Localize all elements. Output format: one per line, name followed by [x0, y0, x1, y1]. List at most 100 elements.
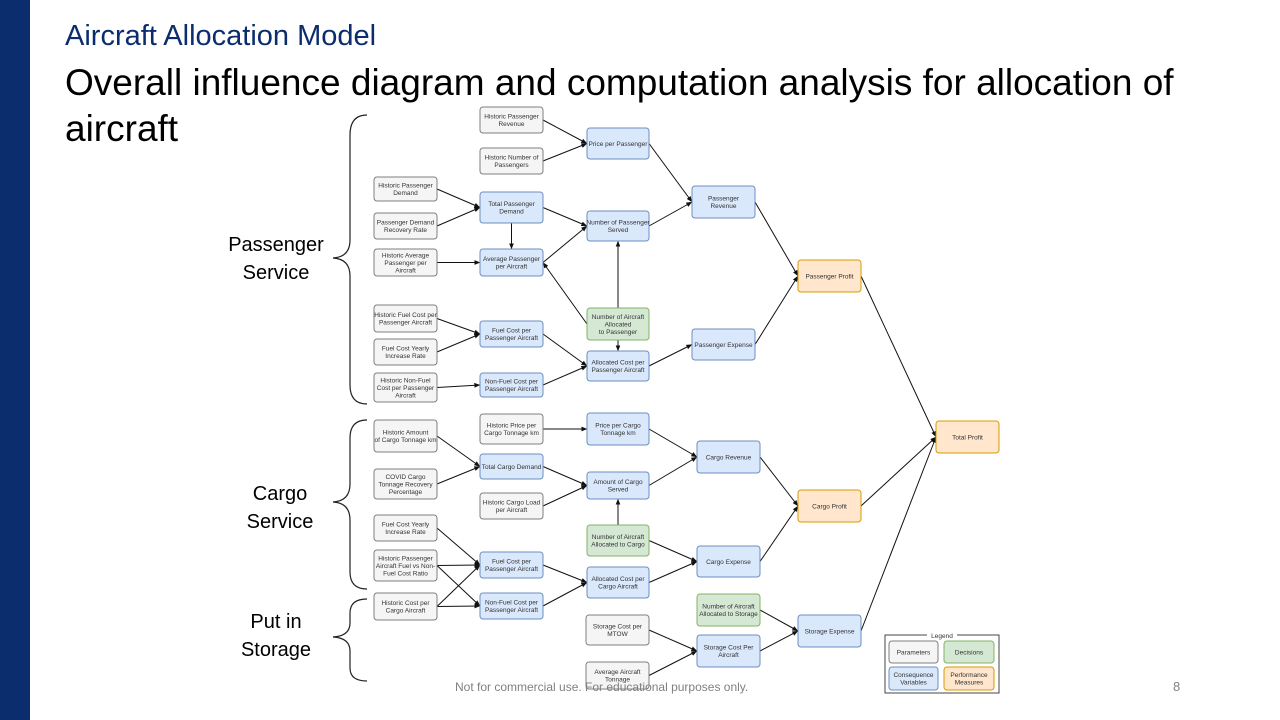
group-label-line: Storage: [240, 639, 312, 661]
node-pdrr-label: Passenger Demand: [377, 220, 435, 227]
legend-item-dec: Decisions: [943, 640, 995, 664]
node-acca-box: [586, 566, 650, 599]
node-pdrr-box: [373, 212, 438, 240]
edge-scm-to-scpa: [648, 629, 698, 652]
node-hpd-label: Demand: [393, 190, 418, 197]
node-aat-label: Average Aircraft: [594, 669, 640, 676]
node-hpafr-box: [373, 549, 438, 582]
node-pct-box: [586, 412, 650, 446]
edge-ppp-to-pr: [648, 143, 693, 203]
node-nfpa2-box: [479, 592, 544, 620]
node-acs-label: Amount of Cargo: [593, 479, 643, 486]
edge-pp-to-tp: [860, 275, 937, 438]
edge-nfpa2-to-acca: [542, 582, 588, 607]
node-hpct-box: [479, 413, 544, 445]
node-hclp-label: per Aircraft: [496, 507, 528, 514]
node-pp: Passenger Profit: [797, 259, 862, 293]
node-hfcp-label: Passenger Aircraft: [379, 320, 432, 327]
node-fcyi-box: [373, 338, 438, 366]
edge-se-to-tp: [860, 436, 937, 632]
group-label-put-in-storage: Put in Storage: [216, 608, 336, 664]
node-tcd: Total Cargo Demand: [479, 453, 544, 480]
node-nfpa2-label: Passenger Aircraft: [485, 607, 538, 614]
node-fcpa-label: Fuel Cost per: [492, 328, 532, 335]
group-braces: [332, 114, 368, 682]
node-tpd-label: Demand: [499, 209, 524, 216]
node-cp-box: [797, 489, 862, 523]
node-hact-box: [373, 419, 438, 453]
node-pdrr-label: Recovery Rate: [384, 227, 427, 234]
node-fcyi2-label: Increase Rate: [385, 529, 426, 536]
edge-fcyi-to-fcpa: [436, 333, 481, 353]
node-ce: Cargo Expense: [696, 545, 761, 578]
legend-item-cons-label: Consequence: [893, 672, 933, 679]
node-nps-label: Served: [608, 227, 629, 234]
edge-fcyi2-to-fcpa2: [436, 527, 481, 566]
node-pe: Passenger Expense: [691, 328, 756, 361]
node-tp: Total Profit: [935, 420, 1000, 454]
group-label-line: Service: [242, 262, 310, 284]
node-nac-label: Allocated to Cargo: [591, 542, 645, 549]
node-tcd-label: Total Cargo Demand: [482, 464, 542, 471]
group-label-line: Service: [246, 511, 314, 533]
node-fcpa2-label: Fuel Cost per: [492, 559, 532, 566]
edge-pct-to-cr: [648, 428, 698, 458]
node-tp-box: [935, 420, 1000, 454]
edge-hpd-to-tpd: [436, 188, 481, 208]
legend-item-param: Parameters: [888, 640, 939, 664]
node-cp: Cargo Profit: [797, 489, 862, 523]
node-hapa-label: Passenger per: [384, 260, 427, 267]
legend-item-perf-label: Measures: [955, 680, 984, 687]
legend-item-dec-box: [943, 640, 995, 664]
edge-hcca-to-nfpa2: [436, 603, 481, 609]
node-nps-box: [586, 210, 650, 242]
node-fcyi-label: Fuel Cost Yearly: [382, 346, 430, 353]
legend-item-perf-box: [943, 666, 995, 691]
node-hnfc-label: Aircraft: [395, 392, 416, 399]
node-hcca-box: [373, 592, 438, 621]
node-acs-box: [586, 471, 650, 500]
edge-hclp-to-acs: [542, 485, 588, 507]
node-hact-label: Historic Amount: [383, 430, 429, 437]
node-hpafr-label: Historic Passenger: [378, 555, 433, 562]
node-se-box: [797, 614, 862, 648]
node-nfpa2-label: Non-Fuel Cost per: [485, 600, 539, 607]
brace-passenger: [332, 114, 368, 405]
node-nps-label: Number of Passenger: [586, 220, 650, 227]
node-ppp: Price per Passenger: [586, 127, 650, 160]
slide-title: Overall influence diagram and computatio…: [65, 62, 1174, 149]
node-nas-box: [696, 593, 761, 627]
node-fcpa2-label: Passenger Aircraft: [485, 566, 538, 573]
legend-title-bg: [927, 631, 957, 639]
group-label-line: Put in: [250, 611, 302, 633]
node-hpr-box: [479, 106, 544, 134]
node-scpa-label: Aircraft: [718, 652, 739, 659]
node-cr-label: Cargo Revenue: [706, 454, 752, 461]
node-pp-label: Passenger Profit: [805, 273, 853, 280]
edge-pdrr-to-tpd: [436, 207, 481, 227]
node-fcyi-label: Increase Rate: [385, 353, 426, 360]
edge-hcca-to-fcpa2: [436, 564, 481, 607]
edge-nfpa-to-acpa: [542, 365, 588, 386]
edge-scpa-to-se: [759, 630, 799, 652]
node-appa-label: Average Passenger: [483, 256, 541, 263]
node-hpafr-label: Fuel Cost Ratio: [383, 570, 428, 577]
node-nfpa-label: Non-Fuel Cost per: [485, 379, 539, 386]
edge-hpafr-to-fcpa2: [436, 562, 481, 568]
edge-nas-to-se: [759, 609, 799, 632]
